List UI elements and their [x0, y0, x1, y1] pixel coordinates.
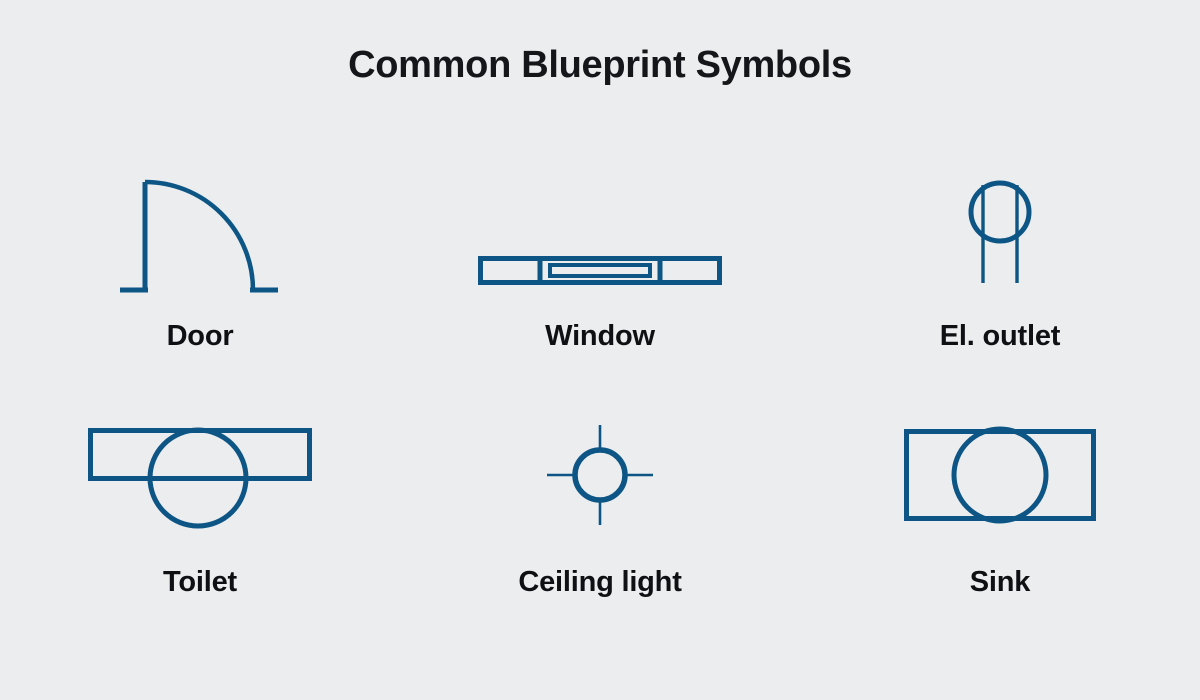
symbol-cell-sink: Sink [800, 410, 1200, 670]
electrical-outlet-symbol-icon [870, 150, 1130, 306]
symbol-label-sink: Sink [969, 566, 1031, 598]
symbol-cell-toilet: Toilet [0, 410, 400, 670]
window-symbol-icon [470, 150, 730, 306]
symbol-label-el-outlet: El. outlet [939, 320, 1061, 352]
sink-symbol-icon [870, 410, 1130, 540]
symbol-cell-door: Door [0, 150, 400, 410]
ceiling-light-symbol-icon [470, 410, 730, 540]
symbol-label-door: Door [166, 320, 234, 352]
symbol-label-window: Window [545, 320, 655, 352]
symbol-grid: Door Window [0, 150, 1200, 670]
toilet-symbol-icon [70, 410, 330, 540]
symbol-label-toilet: Toilet [163, 566, 237, 598]
symbol-cell-ceiling-light: Ceiling light [400, 410, 800, 670]
symbol-cell-window: Window [400, 150, 800, 410]
symbol-label-ceiling-light: Ceiling light [518, 566, 682, 598]
symbol-cell-el-outlet: El. outlet [800, 150, 1200, 410]
page-title: Common Blueprint Symbols [348, 44, 852, 86]
door-symbol-icon [70, 150, 330, 306]
